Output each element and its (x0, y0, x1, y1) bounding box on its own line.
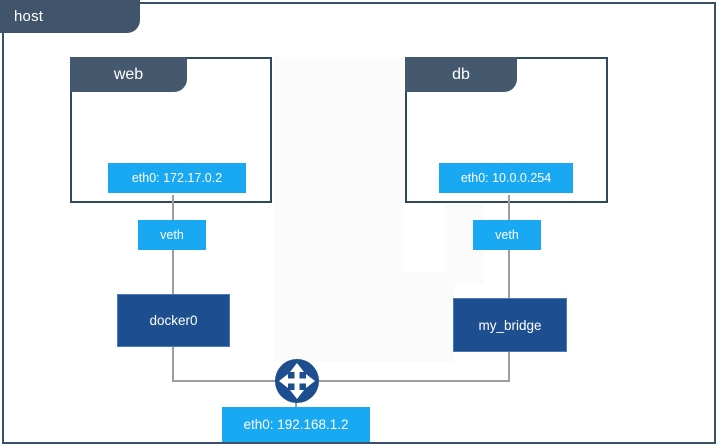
container-web-title: web (113, 65, 144, 83)
interface-web-eth0-label: eth0: 172.17.0.2 (131, 171, 223, 185)
connector-web-eth0-to-veth (172, 195, 174, 223)
interface-host-eth0[interactable]: eth0: 192.168.1.2 (222, 407, 370, 442)
connector-my-bridge-down (508, 350, 510, 382)
interface-host-eth0-label: eth0: 192.168.1.2 (243, 417, 349, 432)
bridge-docker0[interactable]: docker0 (117, 294, 230, 347)
host-tab[interactable]: host (0, 0, 140, 33)
interface-db-eth0-label: eth0: 10.0.0.254 (460, 171, 552, 185)
interface-db-eth0[interactable]: eth0: 10.0.0.254 (439, 163, 573, 193)
connector-veth-to-docker0 (172, 234, 174, 296)
veth-web[interactable]: veth (138, 220, 206, 250)
connector-docker0-to-router (172, 380, 298, 382)
bridge-my-bridge[interactable]: my_bridge (453, 298, 567, 352)
interface-web-eth0[interactable]: eth0: 172.17.0.2 (108, 163, 246, 193)
veth-db-label: veth (495, 228, 519, 242)
container-web-header[interactable]: web (70, 57, 187, 92)
host-namespace-boundary (2, 2, 716, 444)
container-db-title: db (452, 65, 470, 83)
veth-db[interactable]: veth (473, 220, 541, 250)
veth-web-label: veth (160, 228, 184, 242)
bridge-docker0-label: docker0 (149, 313, 198, 328)
router-icon[interactable] (273, 357, 321, 405)
bridge-my-bridge-label: my_bridge (478, 317, 542, 333)
container-db[interactable]: db eth0: 10.0.0.254 (405, 57, 608, 203)
container-db-header[interactable]: db (405, 57, 517, 92)
connector-veth-to-my-bridge (508, 234, 510, 300)
four-way-arrow-router-icon (275, 359, 319, 403)
connector-docker0-down (172, 345, 174, 382)
host-tab-label: host (14, 8, 44, 25)
connector-my-bridge-to-router (297, 380, 509, 382)
connector-db-eth0-to-veth (508, 195, 510, 223)
container-web[interactable]: web eth0: 172.17.0.2 (70, 57, 272, 203)
